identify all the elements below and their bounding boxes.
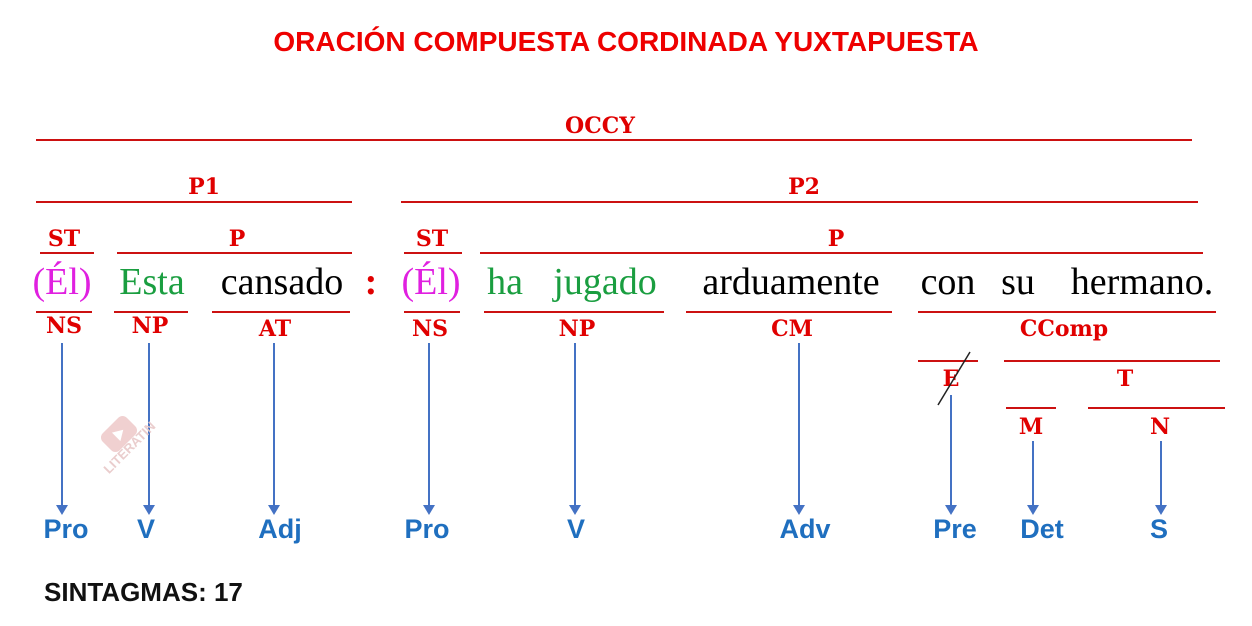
category-s: S	[1149, 514, 1169, 544]
footer-sintagmas: SINTAGMAS: 17	[44, 577, 243, 607]
label-pred-2: P	[827, 226, 845, 252]
label-np-1: NP	[131, 313, 169, 339]
label-t: T	[1116, 366, 1134, 392]
arrow-at	[268, 343, 280, 515]
line-t	[1004, 360, 1220, 362]
line-ns-2	[404, 311, 460, 313]
word-arduamente: arduamente	[702, 261, 880, 303]
category-pre: Pre	[933, 514, 977, 544]
line-ccomp	[918, 311, 1216, 313]
arrow-n	[1155, 441, 1167, 515]
line-pred-1	[117, 252, 352, 254]
line-ns-1	[36, 311, 92, 313]
diagram-title: ORACIÓN COMPUESTA CORDINADA YUXTAPUESTA	[273, 26, 979, 57]
word-con: con	[920, 261, 976, 303]
line-st-1	[40, 252, 94, 254]
line-np-1	[114, 311, 188, 313]
label-ns-1: NS	[46, 313, 82, 339]
arrow-ns-1	[56, 343, 68, 515]
line-p2	[401, 201, 1198, 203]
label-st-2: ST	[415, 226, 449, 252]
arrow-ns-2	[423, 343, 435, 515]
arrow-m	[1027, 441, 1039, 515]
line-m	[1006, 407, 1056, 409]
category-v-2: V	[566, 514, 586, 544]
word-esta: Esta	[119, 261, 185, 303]
arrow-np-1	[143, 343, 155, 515]
label-st-1: ST	[47, 226, 81, 252]
category-pro-1: Pro	[43, 514, 89, 544]
line-p1	[36, 201, 352, 203]
label-p2: P2	[788, 174, 820, 200]
line-st-2	[404, 252, 462, 254]
line-np-2	[484, 311, 664, 313]
arrow-np-2	[569, 343, 581, 515]
arrow-cm	[793, 343, 805, 515]
label-n: N	[1149, 414, 1171, 440]
arrow-e	[945, 395, 957, 515]
label-p1: P1	[188, 174, 220, 200]
word-ha: ha	[487, 261, 523, 303]
category-pro-2: Pro	[404, 514, 450, 544]
category-adv: Adv	[779, 514, 831, 544]
word-hermano: hermano.	[1070, 261, 1214, 303]
category-adj: Adj	[258, 514, 302, 544]
line-occy	[36, 139, 1192, 141]
line-at	[212, 311, 350, 313]
category-det: Det	[1020, 514, 1064, 544]
word-cansado: cansado	[220, 261, 344, 303]
label-e: E	[942, 366, 960, 392]
label-np-2: NP	[558, 316, 596, 342]
label-ccomp: CComp	[1019, 316, 1109, 342]
label-m: M	[1018, 414, 1044, 440]
line-cm	[686, 311, 892, 313]
label-occy: OCCY	[565, 113, 635, 139]
line-e	[918, 360, 978, 362]
category-v-1: V	[136, 514, 156, 544]
label-at: AT	[258, 316, 292, 342]
word-colon: :	[364, 261, 378, 303]
line-pred-2	[480, 252, 1203, 254]
label-cm: CM	[771, 316, 813, 342]
line-n	[1088, 407, 1225, 409]
word-jugado: jugado	[553, 261, 657, 303]
word-el-1: (Él)	[32, 261, 92, 303]
word-su: su	[1001, 261, 1035, 303]
word-el-2: (Él)	[401, 261, 461, 303]
label-pred-1: P	[228, 226, 246, 252]
strike-through-mark	[937, 351, 971, 406]
label-ns-2: NS	[412, 316, 448, 342]
